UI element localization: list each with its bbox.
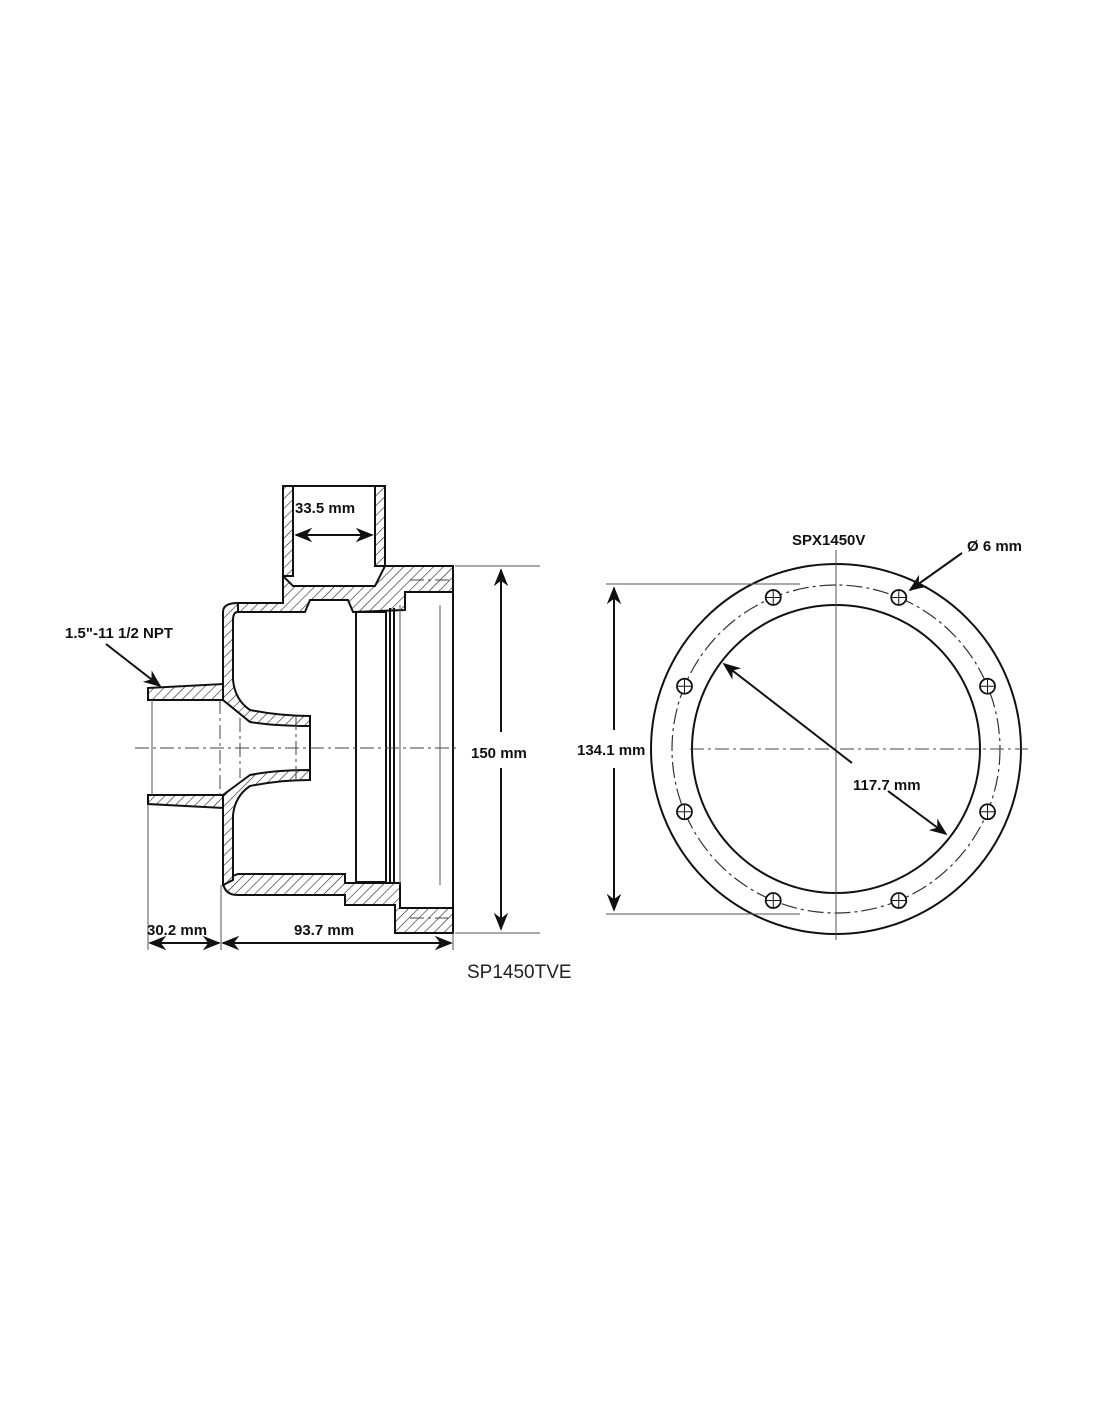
thread-leader-arrow	[105, 643, 162, 688]
top-port-left-wall	[282, 485, 294, 577]
thread-label: 1.5"-11 1/2 NPT	[65, 625, 173, 642]
nozzle-lower-wall	[147, 794, 224, 810]
bolt-circle-label: 134.1 mm	[577, 742, 645, 759]
hole-diameter-label: Ø 6 mm	[967, 538, 1022, 555]
height-label: 150 mm	[471, 745, 527, 762]
side-view-model-label: SP1450TVE	[467, 962, 572, 983]
front-view: 134.1 mm 117.7 mm Ø 6 mm SPX1450V	[577, 532, 1028, 940]
inner-diameter-label: 117.7 mm	[853, 777, 921, 794]
front-view-model-label: SPX1450V	[792, 532, 865, 549]
dim-inner-arrow-lower	[887, 790, 948, 836]
nozzle-upper-wall	[147, 682, 224, 701]
top-port-right-wall	[374, 485, 386, 567]
dim-inner-arrow-upper	[722, 662, 853, 764]
nozzle-length-label: 30.2 mm	[147, 922, 207, 939]
seal-ring	[355, 611, 387, 883]
body-left-wall-lower	[222, 768, 311, 887]
side-view-section: 33.5 mm 150 mm 30.2 mm 93.7 mm 1.5"-11 1…	[65, 485, 572, 983]
body-left-wall-upper	[222, 601, 311, 728]
body-top-wall	[237, 565, 454, 614]
body-length-label: 93.7 mm	[294, 922, 354, 939]
hole-leader-arrow	[908, 552, 963, 592]
top-port-width-label: 33.5 mm	[295, 500, 355, 517]
bolt-holes	[676, 589, 996, 909]
